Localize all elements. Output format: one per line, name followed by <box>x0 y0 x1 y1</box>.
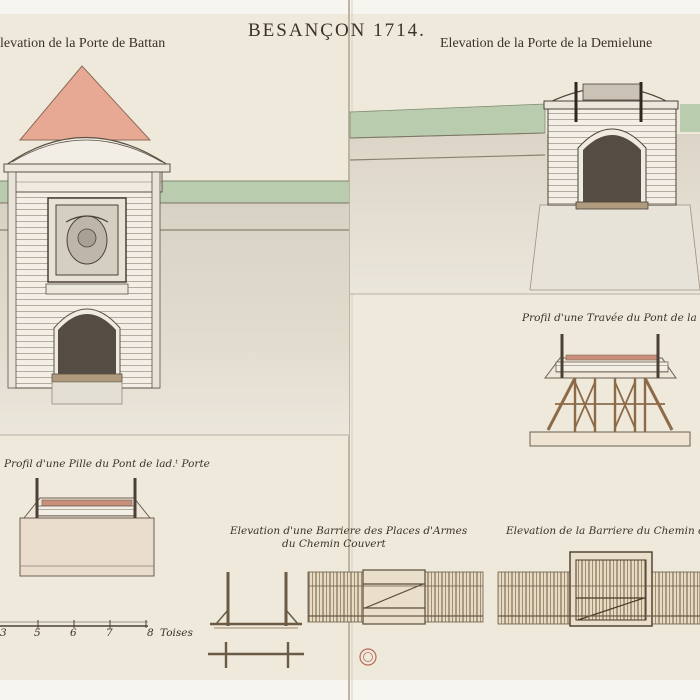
caption-barrier-places-line1: Elevation d'une Barriere des Places d'Ar… <box>230 525 468 537</box>
scale-tick-label: 8 <box>147 627 154 639</box>
scale-unit-label: Toises <box>160 627 193 639</box>
scale-tick-label: 3 <box>0 627 7 639</box>
gate-battan <box>3 65 171 405</box>
barrier-places-elevation <box>307 569 484 625</box>
library-stamp <box>359 648 377 666</box>
caption-gate-demielune: Elevation de la Porte de la Demielune <box>440 36 653 51</box>
caption-gate-battan: levation de la Porte de Battan <box>0 36 166 51</box>
pile-profile <box>19 478 155 577</box>
caption-pile-profile: Profil d'une Pille du Pont de lad.ᵗ Port… <box>4 458 210 470</box>
trace-profile <box>529 334 691 447</box>
scale-tick-label: 5 <box>34 627 41 639</box>
caption-trace-profile: Profil d'une Travée du Pont de la Dem <box>522 312 700 324</box>
barrier-gate-profile <box>208 572 304 668</box>
plate-title: BESANÇON 1714. <box>248 20 426 41</box>
scale-tick-label: 7 <box>106 627 113 639</box>
scale-bar <box>0 620 148 628</box>
gate-demielune <box>543 82 679 210</box>
scale-tick-label: 6 <box>70 627 77 639</box>
caption-barrier-places-line2: du Chemin Couvert <box>282 538 386 550</box>
barrier-chemin-elevation <box>497 551 700 627</box>
caption-barrier-chemin: Elevation de la Barriere du Chemin cou <box>506 525 700 537</box>
